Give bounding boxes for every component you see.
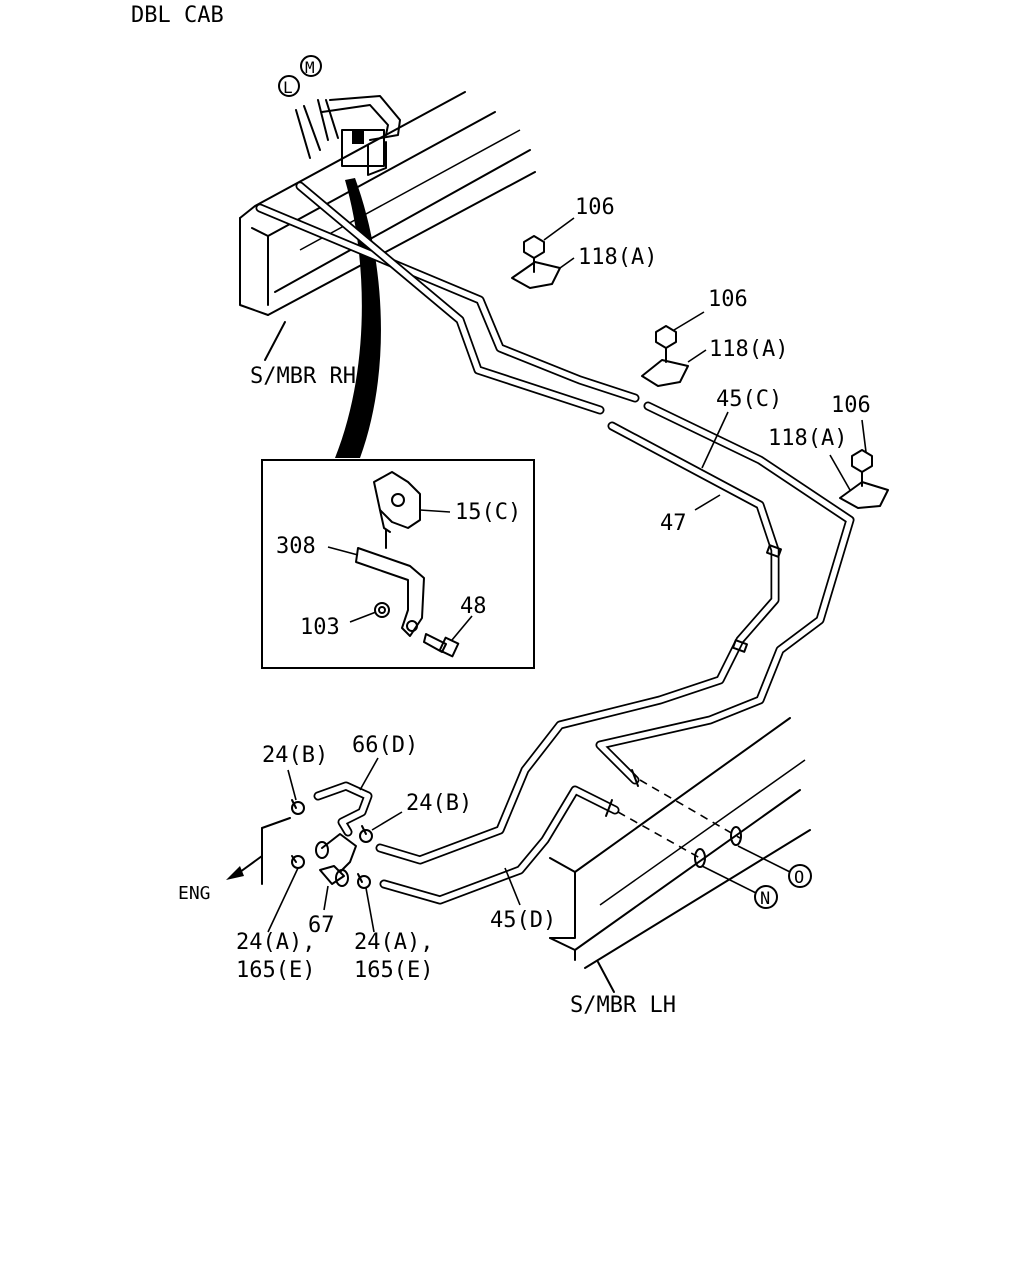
marker-m: M <box>300 55 322 77</box>
svg-text:N: N <box>760 889 770 909</box>
callout-24b-1: 24(B) <box>262 743 328 768</box>
svg-text:L: L <box>283 78 293 97</box>
side-member-rh-label: S/MBR RH <box>250 364 356 389</box>
svg-text:O: O <box>794 868 804 888</box>
pipe-45d <box>379 785 620 905</box>
callout-308: 308 <box>276 534 316 559</box>
marker-n: N <box>754 885 778 909</box>
clamp-24b-2 <box>359 825 373 843</box>
diagram-title: DBL CAB <box>131 3 224 28</box>
callout-15c: 15(C) <box>455 500 521 525</box>
clamp-24a-left <box>291 855 305 869</box>
callout-66d: 66(D) <box>352 733 418 758</box>
callout-45c: 45(C) <box>716 387 782 412</box>
brake-pipe-connector <box>295 95 401 176</box>
side-member-lh <box>549 717 811 993</box>
hose-66d <box>313 781 373 837</box>
engine-label: ENG <box>178 883 211 904</box>
callout-106-2: 106 <box>708 287 748 312</box>
callout-118a-1: 118(A) <box>578 245 657 270</box>
callout-165e-right: 165(E) <box>354 958 433 983</box>
side-member-lh-label: S/MBR LH <box>570 993 676 1018</box>
callout-67: 67 <box>308 913 335 938</box>
marker-l: L <box>278 75 300 97</box>
callout-118a-3: 118(A) <box>768 426 847 451</box>
callout-24a-right: 24(A), <box>354 930 433 955</box>
clamp-24a-right <box>357 873 371 889</box>
clip-nut-1 <box>511 235 561 289</box>
callout-48: 48 <box>460 594 487 619</box>
callout-45d: 45(D) <box>490 908 556 933</box>
callout-24b-2: 24(B) <box>406 791 472 816</box>
callout-106-1: 106 <box>575 195 615 220</box>
callout-165e-left: 165(E) <box>236 958 315 983</box>
pipe-45c <box>255 203 855 785</box>
callout-103: 103 <box>300 615 340 640</box>
pipe-47 <box>295 181 780 865</box>
detail-inset <box>261 459 535 669</box>
svg-text:M: M <box>305 58 315 77</box>
callout-47: 47 <box>660 511 687 536</box>
callout-24a-left: 24(A), <box>236 930 315 955</box>
clip-nut-2 <box>641 325 689 387</box>
clamp-24b-1 <box>291 799 305 815</box>
side-member-rh <box>239 91 536 361</box>
clip-nut-3 <box>839 449 889 509</box>
callout-118a-2: 118(A) <box>709 337 788 362</box>
callout-106-3: 106 <box>831 393 871 418</box>
marker-o: O <box>788 864 812 888</box>
hose-67 <box>315 833 357 887</box>
engine-direction-arrow <box>226 817 291 885</box>
